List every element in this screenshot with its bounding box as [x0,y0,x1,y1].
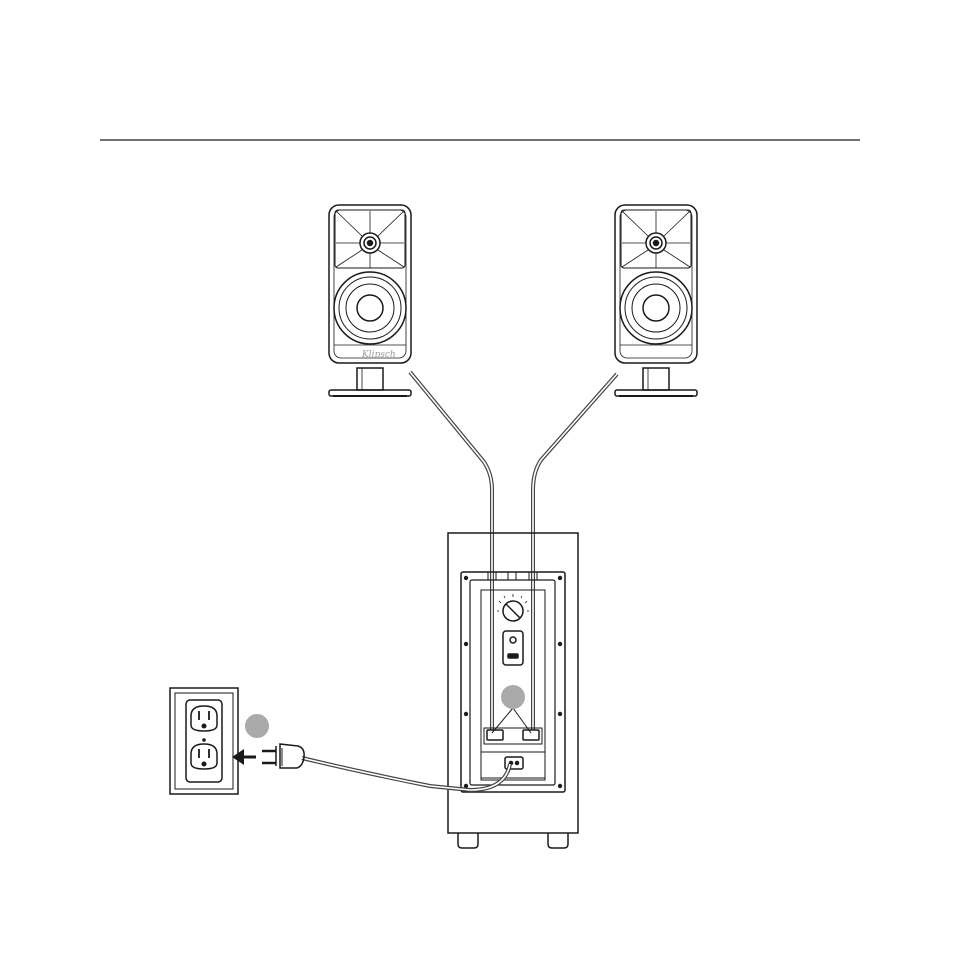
woofer-icon [620,272,692,344]
power-plug [262,744,304,768]
power-inlet-icon [481,752,545,778]
speaker-logo: Klipsch [361,350,396,360]
left-speaker-cable [410,372,492,730]
wall-outlet [170,688,238,794]
right-satellite-speaker [615,205,697,396]
speaker-cables [410,372,617,730]
outlet-receptacle-icon [191,706,217,731]
speaker-stand [615,368,697,396]
woofer-icon [334,272,406,344]
subwoofer-feet [458,833,568,848]
outlet-receptacle-icon [191,744,217,769]
step-callout-power [245,714,269,738]
right-speaker-cable [533,374,617,730]
step-callout-speaker-connection [492,685,531,733]
control-module-icon [503,631,523,665]
tweeter-horn-icon [621,210,691,268]
tweeter-horn-icon [335,210,405,268]
insert-arrow-icon [232,749,256,765]
speaker-output-jacks [484,728,542,744]
left-satellite-speaker: Klipsch [329,205,411,396]
speaker-stand [329,368,411,396]
volume-knob-icon [497,594,529,621]
